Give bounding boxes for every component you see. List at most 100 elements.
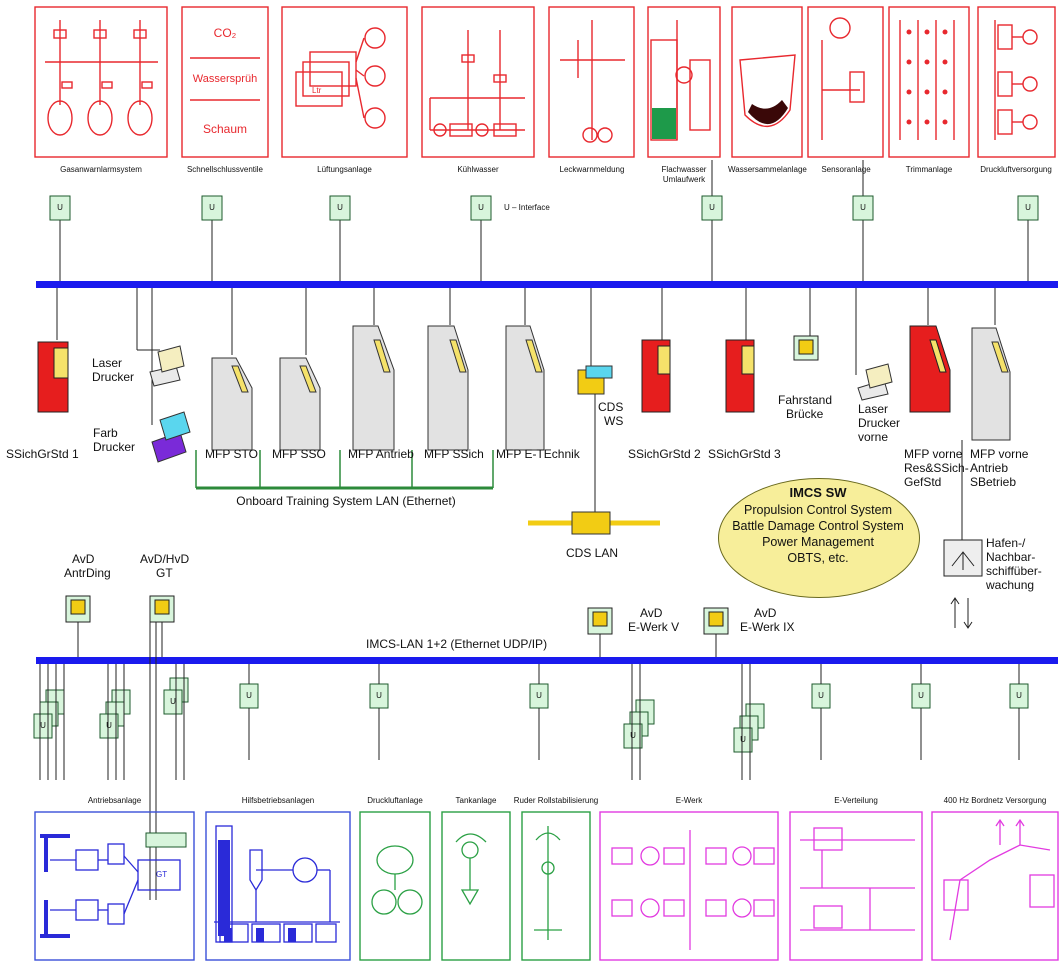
- cds-lan-label: CDS LAN: [566, 546, 619, 560]
- mfp-sto-label: MFP STO: [205, 447, 258, 461]
- mfp-vorne-2-label-2: Antrieb: [970, 461, 1009, 475]
- gray-consoles: [211, 325, 1011, 451]
- panel-water-collection: [731, 6, 803, 158]
- ssich-1-label: SSichGrStd 1: [6, 447, 79, 461]
- avd-ewerk-ix-label-1: AvD: [754, 606, 777, 620]
- hafen-monitor: [943, 539, 983, 629]
- hafen-label-1: Hafen-/: [986, 536, 1026, 550]
- u-glyph: U: [536, 691, 542, 700]
- water-basin: [748, 100, 788, 125]
- mfp-vorne-1-label-3: GefStd: [904, 475, 942, 489]
- color-printer-label-2: Drucker: [93, 440, 136, 454]
- u-glyph: U: [170, 697, 176, 706]
- laser-printer: [149, 345, 185, 387]
- panel-ventilation: [281, 6, 408, 158]
- bottom-caption-2: Hilfsbetriebsanlagen: [241, 796, 315, 805]
- top-caption-9: Trimmanlage: [905, 165, 953, 174]
- laser-printer-vorne-label-3: vorne: [858, 430, 889, 444]
- hafen-label-3: schiffüber-: [986, 564, 1042, 578]
- bottom-subsystem-panels: [34, 811, 1059, 961]
- panel-auxiliary: [205, 811, 351, 961]
- top-caption-8: Sensoranlage: [821, 165, 871, 174]
- color-printer: [151, 411, 191, 463]
- bottom-caption-3: Druckluftanlage: [367, 796, 423, 805]
- avd-monitors: [65, 595, 729, 635]
- u-glyph: U: [918, 691, 924, 700]
- lower-bus-line: [36, 657, 1058, 664]
- mfp-vorne-2-label-3: SBetrieb: [970, 475, 1017, 489]
- panel-propulsion: [34, 811, 195, 961]
- gt-box-label: GT: [156, 870, 168, 879]
- top-caption-7: Wassersammelanlage: [728, 165, 807, 174]
- avd-antrieb-label-1: AvD: [72, 552, 95, 566]
- top-caption-3: Lüftungsanlage: [317, 165, 372, 174]
- mfp-sso-label: MFP SSO: [272, 447, 326, 461]
- panel-400hz: [931, 811, 1059, 961]
- top-caption-4: Kühlwasser: [457, 165, 499, 174]
- u-glyph: U: [209, 203, 215, 212]
- bottom-caption-5: Ruder Rollstabilisierung: [513, 796, 599, 805]
- imcs-sw-line-1: Propulsion Control System: [744, 503, 892, 517]
- mfp-vorne-2-label-1: MFP vorne: [970, 447, 1029, 461]
- extinguish-water-label: Wassersprüh: [192, 73, 258, 85]
- bottom-caption-6: E-Werk: [675, 796, 703, 805]
- console-mfp-vorne-1: [909, 325, 951, 413]
- panel-sensor: [807, 6, 884, 158]
- u-glyph: U: [740, 735, 746, 744]
- laser-printer-label-2: Drucker: [92, 370, 135, 384]
- extinguish-foam-label: Schaum: [202, 122, 248, 136]
- u-glyph: U: [860, 203, 866, 212]
- fahrstand-label-1: Fahrstand: [778, 393, 833, 407]
- console-ssich-1: [37, 341, 69, 413]
- upper-bus-line: [36, 281, 1058, 288]
- mfp-etechnik-label: MFP E-TEchnik: [496, 447, 580, 461]
- tank-level-fill: [652, 108, 676, 139]
- panel-cooling-water: [421, 6, 535, 158]
- top-subsystem-panels: [34, 6, 1056, 158]
- u-glyph: U: [57, 203, 63, 212]
- top-caption-6: Flachwasser Umlaufwerk: [661, 165, 707, 184]
- ventilation-box-label: Ltr: [312, 86, 322, 95]
- panel-power-distribution: [789, 811, 923, 961]
- ethernet-label: Onboard Training System LAN (Ethernet): [236, 494, 456, 508]
- bottom-caption-8: 400 Hz Bordnetz Versorgung: [943, 796, 1047, 805]
- ssich-3-label: SSichGrStd 3: [708, 447, 781, 461]
- panel-tank: [441, 811, 511, 961]
- mfp-vorne-1-label-1: MFP vorne: [904, 447, 963, 461]
- bottom-caption-4: Tankanlage: [455, 796, 497, 805]
- mfp-ssich-label: MFP SSich: [424, 447, 484, 461]
- u-glyph: U: [709, 203, 715, 212]
- avd-antrieb-label-2: AntrDing: [64, 566, 111, 580]
- avd-hvd-label-1: AvD/HvD: [140, 552, 190, 566]
- mfp-vorne-1-label-2: Res&SSich-: [904, 461, 969, 475]
- u-glyph: U: [630, 731, 636, 740]
- mfp-antrieb-label: MFP Antrieb: [348, 447, 414, 461]
- panel-trim: [888, 6, 970, 158]
- imcs-sw-line-3: Power Management: [762, 535, 874, 549]
- lower-bus-label: IMCS-LAN 1+2 (Ethernet UDP/IP): [366, 637, 548, 651]
- avd-ewerk-v-label-2: E-Werk V: [628, 620, 680, 634]
- extinguish-co2-label: CO₂: [213, 26, 237, 40]
- imcs-sw-title: IMCS SW: [789, 485, 847, 500]
- u-interface-label: U – Interface: [504, 203, 550, 212]
- lower-drops: [39, 622, 1020, 900]
- fahrstand-monitor: [793, 335, 819, 361]
- panel-leak-warning: [548, 6, 635, 158]
- lower-u-boxes: [33, 677, 1029, 753]
- u-glyph: U: [478, 203, 484, 212]
- gt-box-top: [145, 832, 187, 848]
- panel-compressed-air-plant: [359, 811, 431, 961]
- color-printer-label-1: Farb: [93, 426, 118, 440]
- console-ssich-2-3: [641, 339, 755, 413]
- cds-lan-node: [571, 511, 611, 535]
- top-caption-5: Leckwarnmeldung: [559, 165, 625, 174]
- bottom-caption-7: E-Verteilung: [834, 796, 878, 805]
- panel-shallow-water: [647, 6, 721, 158]
- avd-hvd-label-2: GT: [156, 566, 173, 580]
- panel-extinguishing: [181, 6, 269, 158]
- avd-ewerk-ix-label-2: E-Werk IX: [740, 620, 795, 634]
- laser-printer-vorne-label-2: Drucker: [858, 416, 901, 430]
- panel-rudder: [521, 811, 591, 961]
- ssich-2-label: SSichGrStd 2: [628, 447, 701, 461]
